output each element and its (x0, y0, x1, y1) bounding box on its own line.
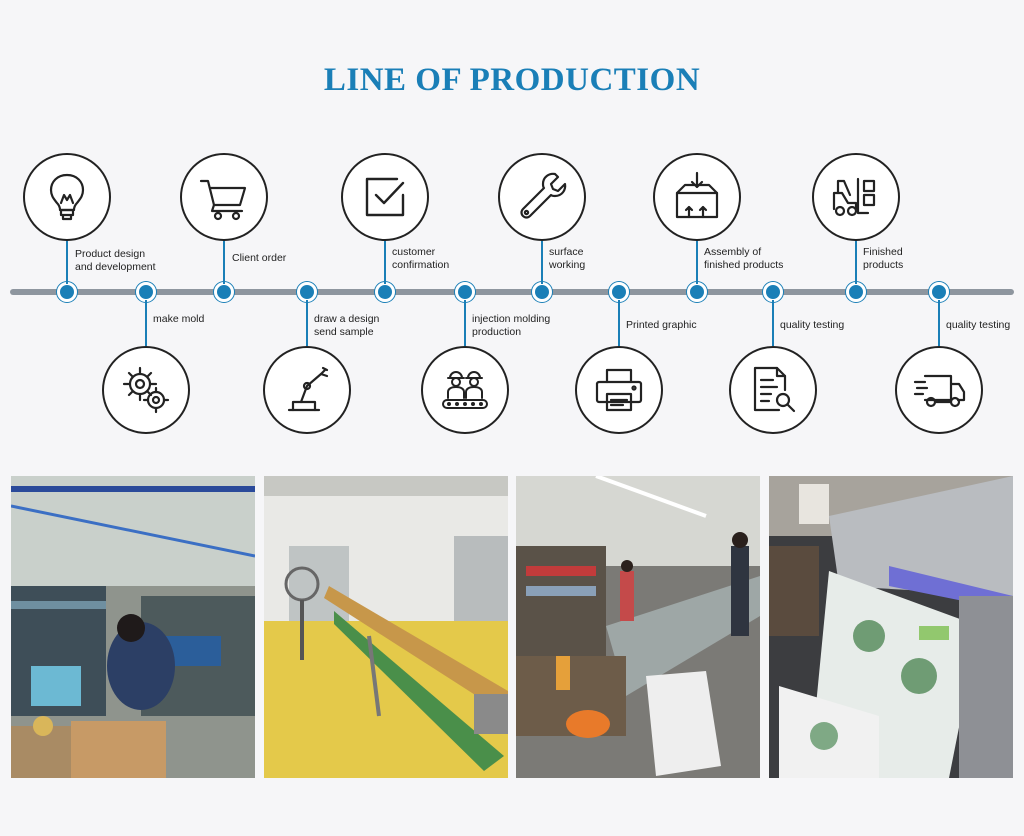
photo-printing-machine (769, 476, 1013, 778)
delivery-truck-icon (895, 346, 983, 434)
workers-conveyor-icon (421, 346, 509, 434)
connector-line (696, 240, 698, 284)
gears-icon (102, 346, 190, 434)
timeline-node (297, 282, 317, 302)
package-assembly-icon (653, 153, 741, 241)
photo-assembly-workshop (11, 476, 255, 778)
connector-line (855, 240, 857, 284)
connector-line (541, 240, 543, 284)
step-label-quality-testing: quality testing (780, 319, 845, 331)
timeline-node (763, 282, 783, 302)
photo-molding-line (264, 476, 508, 778)
step-label-injection-molding: injection molding production (472, 313, 551, 338)
step-label-finished-products: Finished products (863, 246, 904, 271)
timeline-node (57, 282, 77, 302)
shopping-cart-icon (180, 153, 268, 241)
robot-arm-icon (263, 346, 351, 434)
step-label-quality-testing-delivery: quality testing (946, 319, 1011, 331)
step-label-make-mold: make mold (153, 313, 205, 325)
step-label-customer-confirmation: customer confirmation (392, 246, 450, 271)
timeline-node (687, 282, 707, 302)
connector-line (145, 300, 147, 346)
timeline-node (214, 282, 234, 302)
connector-line (938, 300, 940, 346)
document-search-icon (729, 346, 817, 434)
timeline-bar (10, 289, 1014, 295)
step-label-printed-graphic: Printed graphic (626, 319, 697, 331)
photo-packing-line (516, 476, 760, 778)
connector-line (66, 240, 68, 284)
connector-line (772, 300, 774, 346)
step-label-client-order: Client order (232, 252, 287, 264)
timeline-node (455, 282, 475, 302)
printer-icon (575, 346, 663, 434)
checkbox-icon (341, 153, 429, 241)
step-label-draw-design: draw a design send sample (314, 313, 380, 338)
timeline-node (375, 282, 395, 302)
connector-line (464, 300, 466, 346)
connector-line (384, 240, 386, 284)
timeline-node (929, 282, 949, 302)
forklift-icon (812, 153, 900, 241)
timeline-node (846, 282, 866, 302)
page-title: LINE OF PRODUCTION (323, 62, 701, 98)
connector-line (223, 240, 225, 284)
timeline-node (532, 282, 552, 302)
step-label-product-design: Product design and development (75, 248, 156, 273)
step-label-surface-working: surface working (549, 246, 586, 271)
timeline-node (609, 282, 629, 302)
step-label-assembly: Assembly of finished products (704, 246, 784, 271)
lightbulb-icon (23, 153, 111, 241)
timeline-node (136, 282, 156, 302)
connector-line (306, 300, 308, 346)
connector-line (618, 300, 620, 346)
wrench-icon (498, 153, 586, 241)
